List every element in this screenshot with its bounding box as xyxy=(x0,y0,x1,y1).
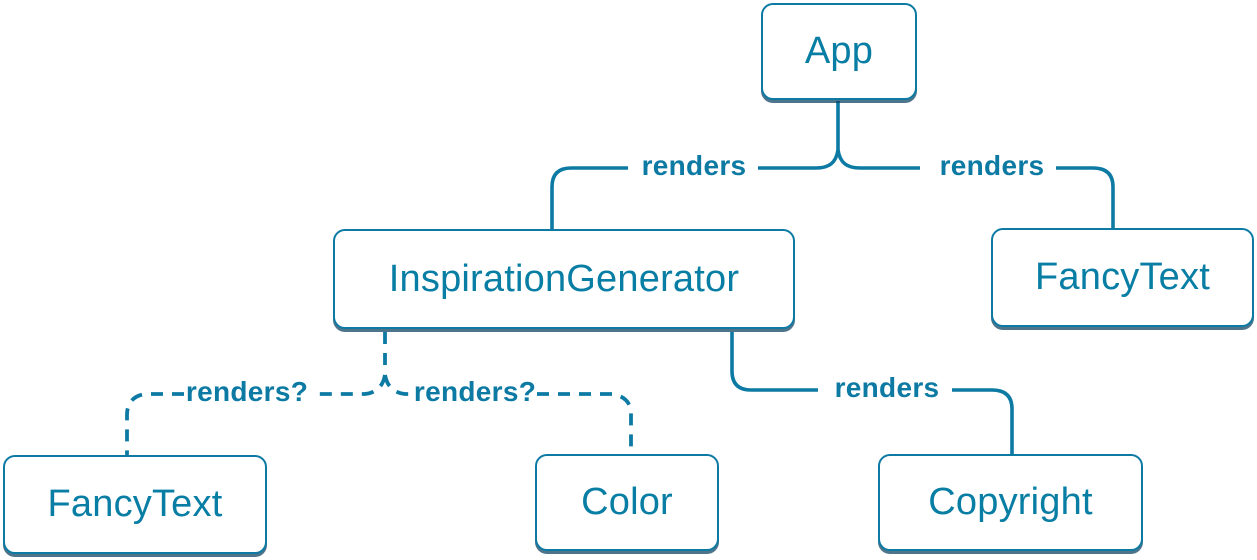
node-fancy-text-top: FancyText xyxy=(991,228,1254,327)
node-inspiration-generator: InspirationGenerator xyxy=(333,229,795,329)
node-copyright: Copyright xyxy=(878,454,1143,551)
edge-label-renders-fancytext-top: renders xyxy=(939,150,1045,181)
edge-label-renders-inspirationgenerator: renders xyxy=(641,150,747,181)
node-app: App xyxy=(761,3,917,100)
edge-inspirationgenerator-copyright-line xyxy=(730,332,1014,454)
edge-inspirationgenerator-color-line xyxy=(383,374,633,454)
node-color: Color xyxy=(535,454,719,551)
edge-label-renders-question-color: renders? xyxy=(413,376,537,407)
node-fancy-text-bottom: FancyText xyxy=(3,455,267,554)
edge-label-renders-copyright: renders xyxy=(834,372,940,403)
edge-label-renders-question-fancytext: renders? xyxy=(185,376,309,407)
edge-app-fancytext-line xyxy=(836,149,1115,229)
